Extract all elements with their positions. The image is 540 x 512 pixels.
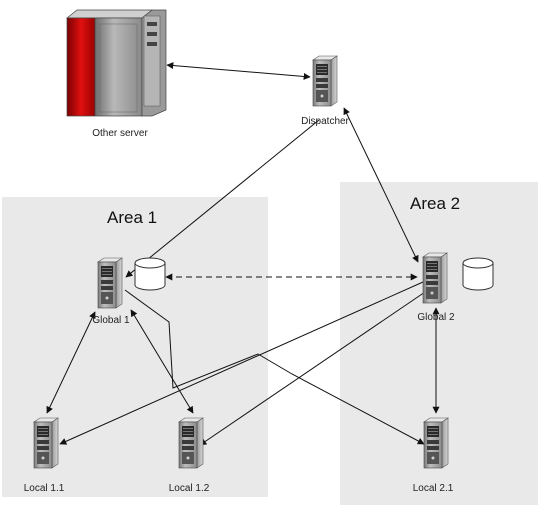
global1-database-icon [134, 257, 166, 291]
local12-label: Local 1.2 [169, 483, 210, 494]
other-server-label: Other server [92, 128, 148, 139]
edge-other-server-dispatcher [166, 62, 311, 80]
edge-global1-local11 [46, 311, 96, 414]
edge-dispatcher-global1 [125, 119, 320, 278]
local21-node: Local 2.1 [413, 417, 454, 494]
global2-label: Global 2 [417, 312, 455, 323]
edge-global2-local12 [199, 289, 429, 446]
local21-label: Local 2.1 [413, 483, 454, 494]
edge-global1-local12 [130, 309, 194, 414]
other-server-node: Other server [66, 9, 167, 139]
local12-node: Local 1.2 [169, 417, 210, 494]
dispatcher-node: Dispatcher [301, 55, 350, 127]
area-1-label: Area 1 [107, 208, 157, 227]
area-2-label: Area 2 [410, 194, 460, 213]
dispatcher-label: Dispatcher [301, 116, 349, 127]
global2-node: Global 2 [417, 252, 494, 323]
edge-global1-local21 [124, 289, 425, 445]
global1-label: Global 1 [92, 315, 130, 326]
global1-node: Global 1 [92, 257, 166, 326]
edge-global2-local11 [59, 281, 424, 445]
local11-label: Local 1.1 [24, 483, 65, 494]
local11-node: Local 1.1 [24, 417, 65, 494]
edge-dispatcher-global2 [343, 107, 419, 263]
global2-database-icon [462, 257, 494, 291]
